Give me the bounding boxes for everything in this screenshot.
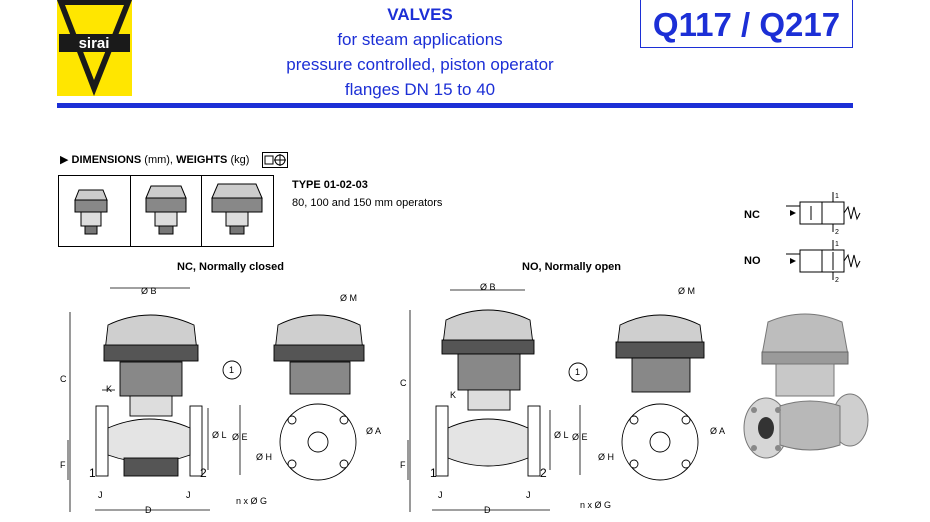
type-03-thumbnail — [202, 176, 273, 246]
logo-text: sirai — [79, 35, 110, 52]
no-port-1: 1 — [835, 241, 839, 248]
type-01-thumbnail — [59, 176, 131, 246]
nc-dim-g: n x Ø G — [236, 496, 268, 506]
nc-dim-k: K — [106, 384, 113, 394]
nc-dim-m: Ø M — [340, 293, 357, 303]
no-callout: 1 — [575, 367, 581, 377]
nc-port-1: 1 — [835, 193, 839, 200]
no-dim-j-left: J — [438, 490, 443, 500]
type-thumbnails — [58, 175, 274, 247]
units-mm: (mm), — [144, 154, 173, 166]
nc-dim-j-left: J — [98, 490, 103, 500]
header-rule — [57, 103, 853, 108]
no-dim-e: Ø E — [572, 432, 588, 442]
no-title: NO, Normally open — [522, 261, 622, 273]
type-title: TYPE 01-02-03 — [292, 179, 368, 191]
nc-dim-f: F — [60, 460, 66, 470]
nc-dim-j-right: J — [186, 490, 191, 500]
type-02-thumbnail — [131, 176, 203, 246]
dimensions-word: DIMENSIONS — [71, 154, 142, 166]
no-dim-f: F — [400, 460, 406, 470]
weights-word: WEIGHTS — [176, 154, 228, 166]
no-label: NO — [744, 255, 761, 267]
section-heading: ▶ DIMENSIONS (mm), WEIGHTS (kg) — [60, 153, 249, 166]
no-port-2: 2 — [835, 277, 839, 284]
type-subtitle: 80, 100 and 150 mm operators — [292, 197, 443, 209]
nc-port-label-1: 1 — [89, 466, 96, 480]
units-kg: (kg) — [230, 154, 250, 166]
nc-dim-a: Ø A — [366, 426, 382, 436]
no-dim-l: Ø L — [554, 430, 569, 440]
no-dim-h: Ø H — [598, 452, 615, 462]
sirai-logo: sirai — [57, 0, 132, 96]
nc-dim-e: Ø E — [232, 432, 248, 442]
no-dim-k: K — [450, 390, 457, 400]
title-line-2: pressure controlled, piston operator — [286, 55, 554, 74]
no-dim-g: n x Ø G — [580, 500, 612, 510]
no-dim-b: Ø B — [480, 282, 496, 292]
valve-photo — [740, 310, 870, 475]
nc-title: NC, Normally closed — [177, 261, 284, 273]
no-dim-j-right: J — [526, 490, 531, 500]
no-dim-m: Ø M — [678, 286, 695, 296]
nc-port-2: 2 — [835, 229, 839, 236]
section-marker: ▶ — [60, 154, 69, 166]
title-heading: VALVES — [387, 5, 453, 24]
title-line-3: flanges DN 15 to 40 — [344, 80, 496, 99]
no-dim-d: D — [484, 505, 491, 515]
nc-dim-h: Ø H — [256, 452, 273, 462]
nc-dim-l: Ø L — [212, 430, 227, 440]
nc-valve-symbol: 1 2 — [786, 192, 861, 236]
nc-port-label-2: 2 — [200, 466, 207, 480]
title-line-1: for steam applications — [337, 30, 503, 49]
flange-icon — [262, 152, 288, 173]
no-valve-symbol: 1 2 — [786, 240, 861, 284]
no-port-label-2: 2 — [540, 466, 547, 480]
nc-dim-c: C — [60, 374, 67, 384]
nc-dim-b: Ø B — [141, 286, 157, 296]
nc-label: NC — [744, 209, 760, 221]
document-title: VALVES for steam applications pressure c… — [250, 2, 590, 102]
no-dim-c: C — [400, 378, 407, 388]
model-code: Q117 / Q217 — [640, 0, 853, 48]
nc-callout: 1 — [229, 365, 235, 375]
no-port-label-1: 1 — [430, 466, 437, 480]
no-dim-a: Ø A — [710, 426, 726, 436]
nc-dim-d: D — [145, 505, 152, 515]
